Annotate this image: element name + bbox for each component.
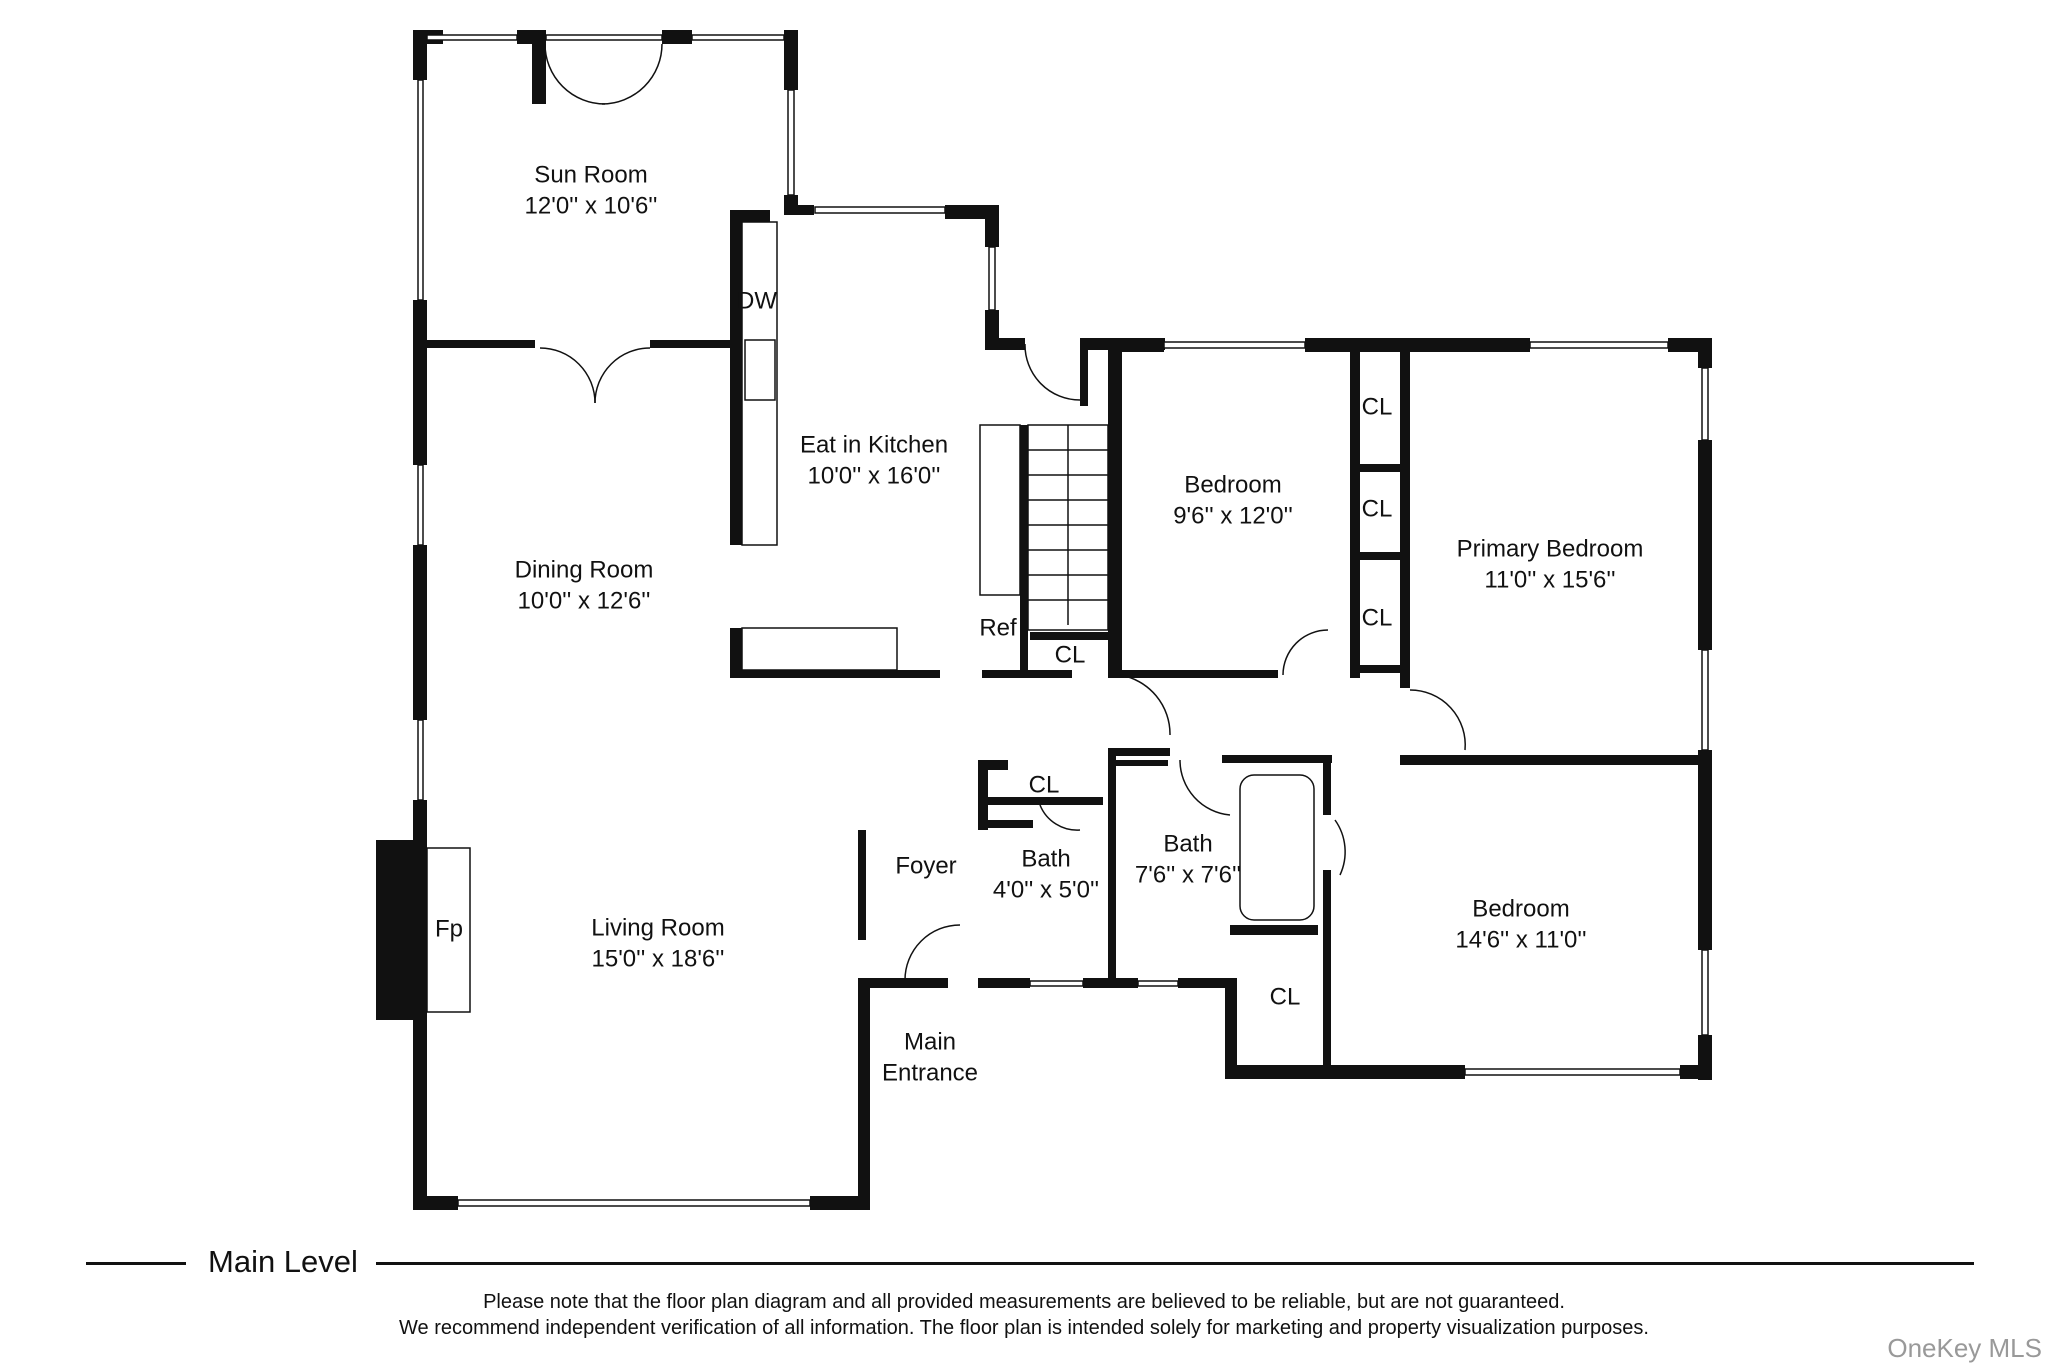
room-dimensions: 12'0'' x 10'6'': [524, 192, 658, 219]
disclaimer-line-2: We recommend independent verification of…: [399, 1317, 1649, 1339]
room-dimensions: 11'0'' x 15'6'': [1484, 566, 1616, 593]
foyer-label: Foyer: [895, 852, 957, 880]
room-dimensions: 10'0'' x 16'0'': [807, 462, 941, 489]
room-dimensions: 9'6'' x 12'0'': [1173, 502, 1293, 529]
room-label-living-room: Living Room 15'0'' x 18'6'': [591, 913, 724, 974]
room-label-bedroom-2: Bedroom 14'6'' x 11'0'': [1455, 894, 1586, 955]
room-name: Bedroom: [1472, 895, 1570, 923]
room-name: Eat in Kitchen: [799, 431, 949, 459]
room-label-primary-bedroom: Primary Bedroom 11'0'' x 15'6'': [1457, 534, 1644, 595]
fireplace-label: Fp: [434, 915, 464, 943]
room-label-bedroom-1: Bedroom 9'6'' x 12'0'': [1173, 470, 1293, 531]
room-dimensions: 10'0'' x 12'6'': [517, 587, 651, 614]
refrigerator-label: Ref: [979, 614, 1017, 642]
room-dimensions: 15'0'' x 18'6'': [591, 945, 725, 972]
closet-label: CL: [1269, 983, 1301, 1011]
room-label-eat-in-kitchen: Eat in Kitchen 10'0'' x 16'0'': [800, 430, 948, 491]
room-label-full-bath: Bath 7'6'' x 7'6'': [1135, 829, 1241, 890]
closet-label: CL: [1361, 393, 1393, 421]
dishwasher-label: DW: [737, 287, 777, 315]
room-name: Bath: [1021, 845, 1071, 873]
watermark: OneKey MLS: [1887, 1333, 2042, 1363]
closet-label: CL: [1361, 495, 1393, 523]
level-divider-right: [376, 1262, 1974, 1265]
closet-label: CL: [1361, 604, 1393, 632]
room-name: Dining Room: [514, 556, 654, 584]
level-label: Main Level: [208, 1244, 358, 1279]
room-dimensions: 14'6'' x 11'0'': [1455, 926, 1587, 953]
level-divider-left: [86, 1262, 186, 1265]
closet-label: CL: [1054, 641, 1086, 669]
room-label-sun-room: Sun Room 12'0'' x 10'6'': [525, 160, 658, 221]
room-label-half-bath: Bath 4'0'' x 5'0'': [993, 844, 1099, 905]
room-name: Bath: [1163, 830, 1213, 858]
room-name: Bedroom: [1184, 471, 1282, 499]
main-entrance-label: Main Entrance: [882, 1027, 978, 1088]
closet-label: CL: [1028, 771, 1060, 799]
room-name: Sun Room: [534, 161, 648, 189]
room-label-dining-room: Dining Room 10'0'' x 12'6'': [515, 555, 654, 616]
room-dimensions: 7'6'' x 7'6'': [1134, 861, 1242, 888]
disclaimer-line-1: Please note that the floor plan diagram …: [483, 1291, 1565, 1313]
main-entrance-line2: Entrance: [881, 1059, 979, 1086]
room-name: Living Room: [591, 914, 725, 942]
main-entrance-line1: Main: [903, 1028, 957, 1056]
room-name: Primary Bedroom: [1456, 535, 1644, 563]
room-dimensions: 4'0'' x 5'0'': [992, 876, 1100, 903]
